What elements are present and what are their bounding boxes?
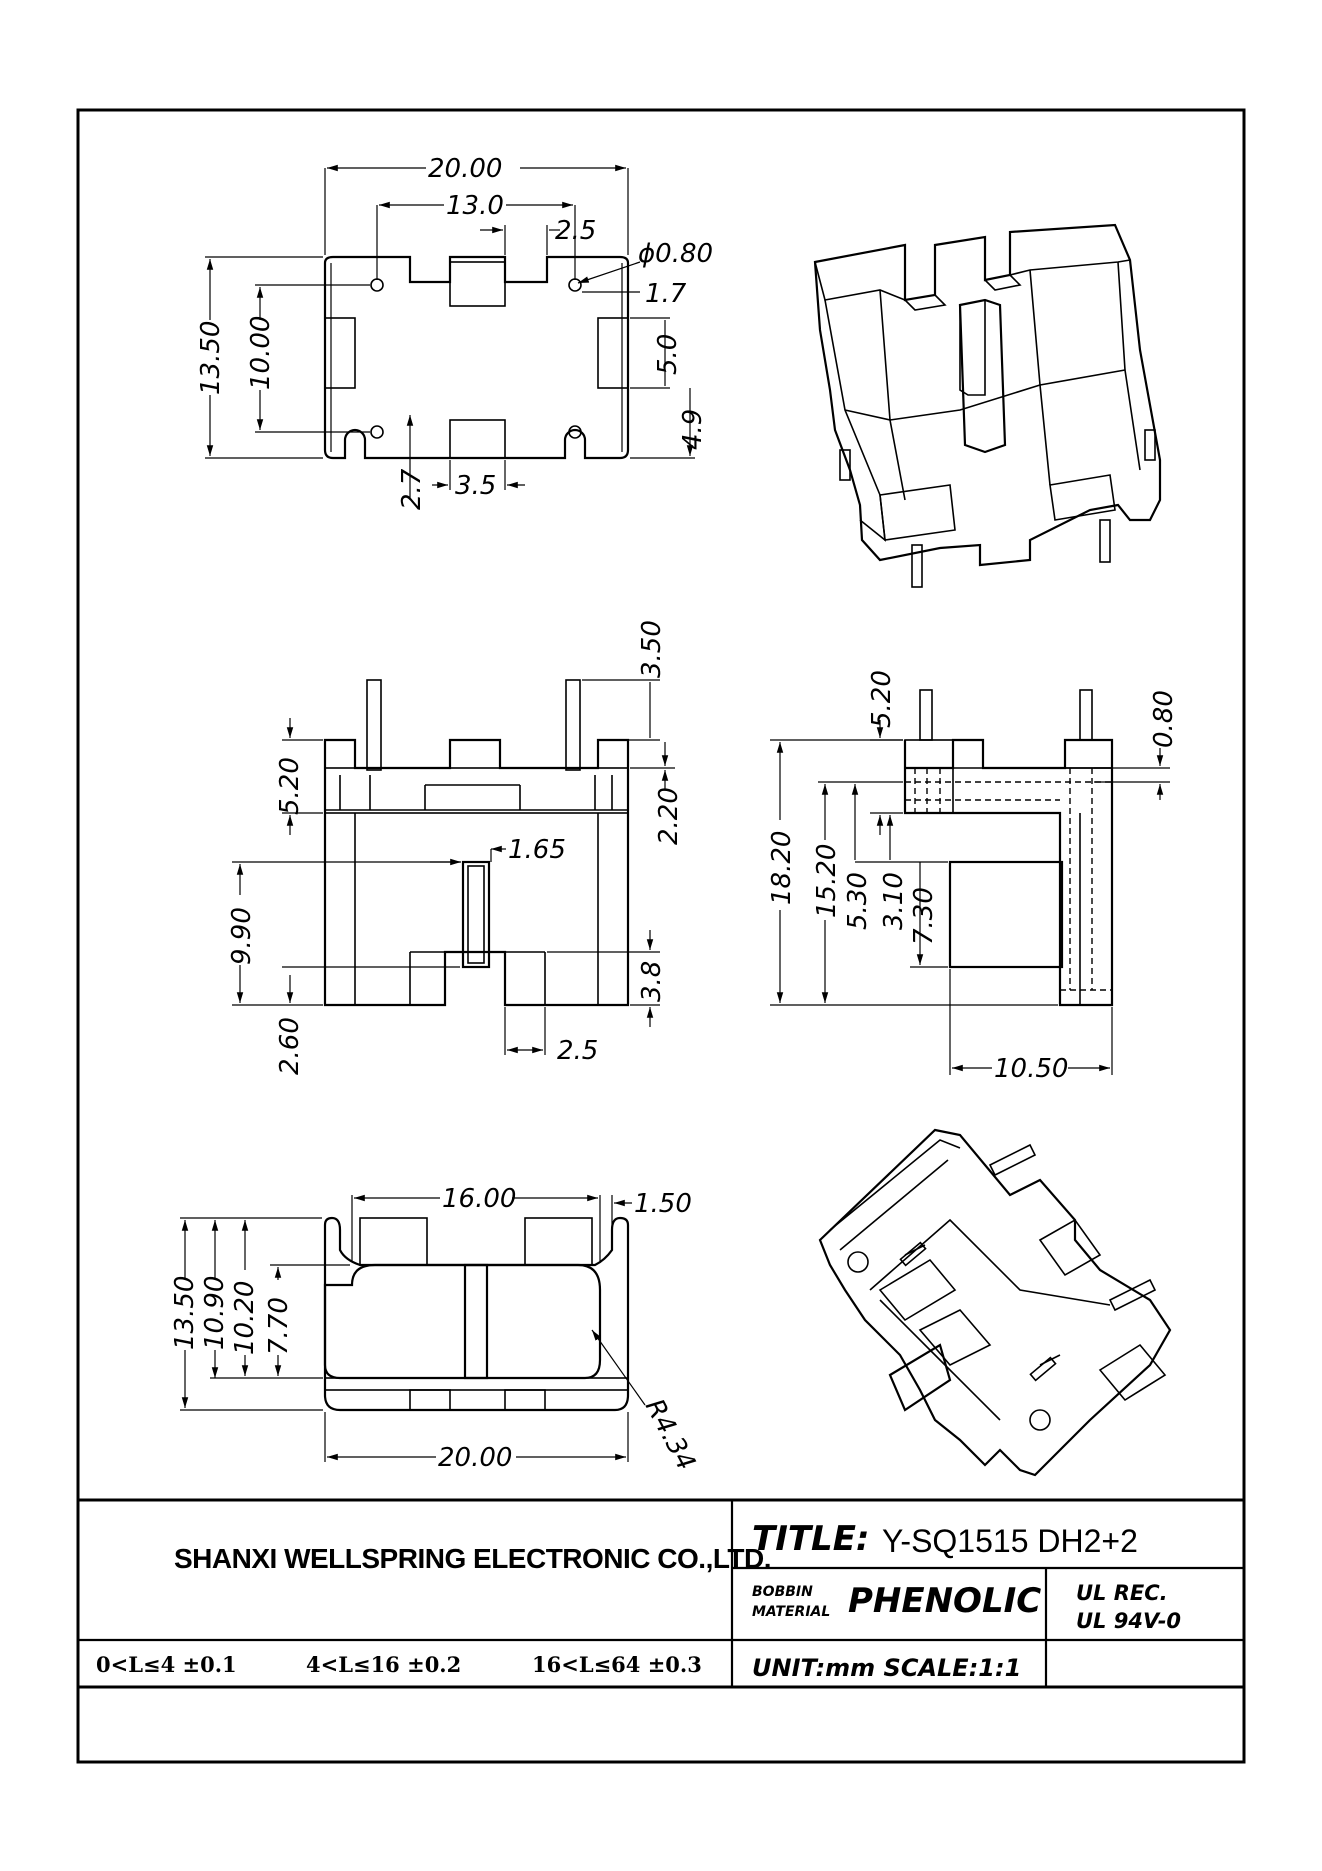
dim-flange-height: 5.20 [275, 757, 305, 815]
dim-530: 5.30 [843, 872, 873, 930]
top-view: 20.00 13.0 2.5 ϕ0.80 1.7 13.50 10.00 [196, 154, 713, 510]
dim-bottom-width: 20.00 [438, 1443, 512, 1473]
title-label: TITLE: [752, 1519, 870, 1559]
dim-pin-dia: 0.80 [1149, 690, 1179, 748]
dim-body-height: 9.90 [227, 907, 257, 965]
dim-top-height: 13.50 [196, 321, 226, 395]
dim-total-height: 18.20 [767, 831, 797, 905]
material-value: PHENOLIC [848, 1581, 1041, 1621]
dim-bottom-offset: 4.9 [678, 409, 708, 450]
ul-rec: UL REC. [1076, 1581, 1168, 1605]
front-view: 3.50 2.20 5.20 1.65 9.90 2.60 3.8 [227, 620, 684, 1075]
dim-b-height: 13.50 [170, 1276, 200, 1350]
isometric-view-bottom [818, 1128, 1172, 1477]
dim-slot-top: 2.5 [555, 216, 596, 246]
dim-b-770: 7.70 [264, 1297, 294, 1355]
dim-bottom-notch: 3.8 [637, 961, 667, 1002]
title-value: Y-SQ1515 DH2+2 [882, 1523, 1138, 1559]
dim-wall: 1.50 [634, 1189, 692, 1219]
dim-notch-depth: 2.7 [397, 468, 427, 510]
side-view: 5.20 0.80 18.20 15.20 5.30 3.10 7.30 [767, 670, 1179, 1084]
title-block: SHANXI WELLSPRING ELECTRONIC CO.,LTD. TI… [78, 1498, 1244, 1689]
dim-hole-dia: ϕ0.80 [638, 239, 713, 269]
dim-bottom-slot: 2.5 [557, 1036, 598, 1066]
dim-depth: 10.50 [994, 1054, 1068, 1084]
dim-b-1020: 10.20 [230, 1281, 260, 1355]
dim-notch-width: 3.5 [455, 471, 496, 501]
drawing-frame [76, 108, 1246, 1764]
dim-top-width: 20.00 [428, 154, 502, 184]
dim-flange-step: 2.20 [654, 787, 684, 845]
tolerance-3: 16<L≤64 ±0.3 [532, 1652, 702, 1677]
dim-base-offset: 2.60 [275, 1017, 305, 1075]
unit-scale: UNIT:mm SCALE:1:1 [752, 1654, 1021, 1682]
bottom-view: 16.00 1.50 13.50 10.90 10.20 7.70 R4.34 … [170, 1184, 701, 1475]
dim-bottom-inner: 16.00 [442, 1184, 516, 1214]
dim-radius: R4.34 [639, 1394, 701, 1475]
dim-730: 7.30 [909, 887, 939, 945]
dim-pin-pitch: 13.0 [446, 191, 504, 221]
dim-side-flange: 5.20 [867, 670, 897, 728]
bobbin-label: BOBBIN [752, 1584, 813, 1600]
isometric-view-top [813, 223, 1162, 588]
dim-b-1090: 10.90 [200, 1276, 230, 1350]
dim-310: 3.10 [879, 872, 909, 930]
material-label: MATERIAL [752, 1604, 830, 1620]
dim-slot-width: 1.65 [508, 835, 566, 865]
ul-rating: UL 94V-0 [1076, 1609, 1181, 1633]
dim-core-height: 15.20 [812, 844, 842, 918]
tolerance-2: 4<L≤16 ±0.2 [306, 1652, 461, 1677]
tolerance-1: 0<L≤4 ±0.1 [96, 1652, 237, 1677]
company-name: SHANXI WELLSPRING ELECTRONIC CO.,LTD. [174, 1543, 771, 1574]
dim-side-tab: 5.0 [653, 334, 683, 375]
dim-inner-height: 10.00 [246, 316, 276, 390]
dim-pin-length: 3.50 [637, 620, 667, 678]
dim-hole-offset: 1.7 [645, 279, 687, 309]
